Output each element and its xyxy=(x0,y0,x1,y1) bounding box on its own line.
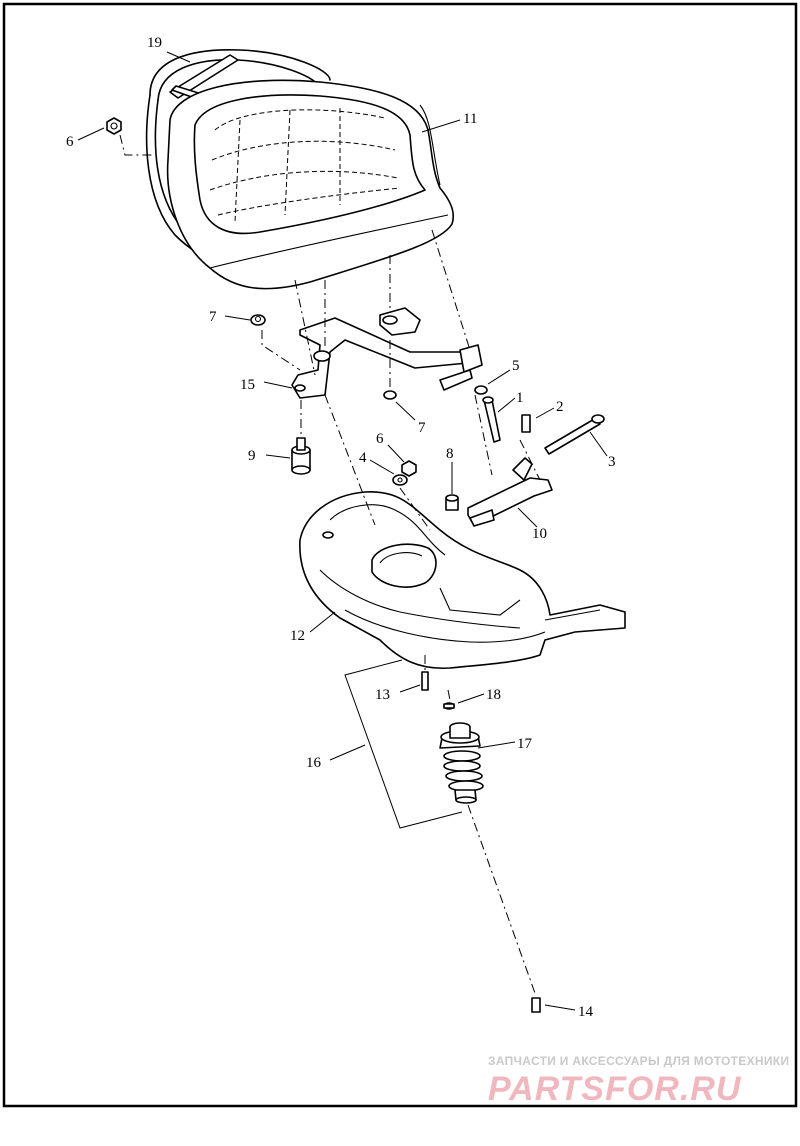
callout-17: 17 xyxy=(517,736,533,752)
watermark-brand: PARTSFOR.RU xyxy=(488,1070,742,1108)
callout-3: 3 xyxy=(608,454,616,470)
callout-8: 8 xyxy=(446,446,454,462)
callout-7-lower: 7 xyxy=(418,420,426,436)
callout-18: 18 xyxy=(486,687,501,703)
callout-15: 15 xyxy=(240,377,255,393)
leader-lines xyxy=(77,51,608,1011)
rear-panel-part xyxy=(299,491,626,670)
callout-13: 13 xyxy=(375,687,390,703)
watermark: ЗАПЧАСТИ И АКСЕССУАРЫ ДЛЯ МОТОТЕХНИКИ PA… xyxy=(488,1054,789,1108)
seat-part xyxy=(166,79,455,290)
callout-11: 11 xyxy=(463,111,477,127)
watermark-tagline: ЗАПЧАСТИ И АКСЕССУАРЫ ДЛЯ МОТОТЕХНИКИ xyxy=(488,1054,789,1068)
callout-labels: 19 11 6 7 15 7 5 1 2 3 9 4 6 8 10 12 13 … xyxy=(66,35,616,1020)
shock-absorber-part xyxy=(439,702,484,804)
callout-6-middle: 6 xyxy=(376,431,384,447)
seat-bracket-part xyxy=(291,307,483,399)
callout-12: 12 xyxy=(290,628,305,644)
callout-16: 16 xyxy=(306,755,322,771)
callout-6-top: 6 xyxy=(66,134,74,150)
callout-4: 4 xyxy=(359,450,367,466)
callout-14: 14 xyxy=(578,1004,594,1020)
callout-7-top: 7 xyxy=(209,309,217,325)
hardware-parts xyxy=(106,117,605,1013)
callout-5: 5 xyxy=(512,358,520,374)
callout-9: 9 xyxy=(248,448,256,464)
diagram-frame xyxy=(2,2,798,1108)
group-bracket-16 xyxy=(344,659,463,829)
callout-1: 1 xyxy=(516,390,524,406)
callout-10: 10 xyxy=(532,526,547,542)
callout-19: 19 xyxy=(147,35,162,51)
callout-2: 2 xyxy=(556,399,564,415)
alignment-lines xyxy=(119,134,541,997)
